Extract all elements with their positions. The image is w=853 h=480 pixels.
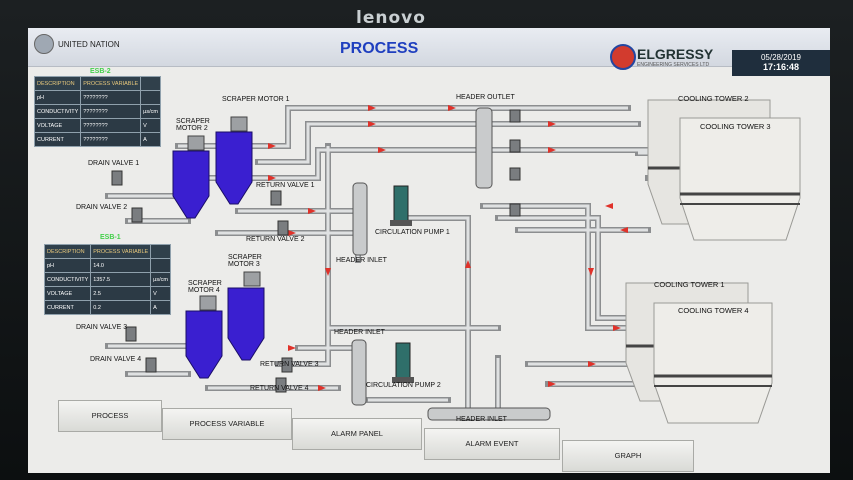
nav-alarm-panel-button[interactable]: ALARM PANEL: [292, 418, 422, 450]
org-name: UNITED NATION: [58, 40, 120, 49]
page-title: PROCESS: [340, 40, 419, 57]
valves: [111, 109, 521, 393]
label-drain-valve-2[interactable]: DRAIN VALVE 2: [76, 204, 128, 211]
label-return-valve-2[interactable]: RETURN VALVE 2: [246, 236, 305, 243]
label-scraper-motor-2[interactable]: SCRAPER MOTOR 2: [176, 118, 210, 132]
table-row: pH????????: [33, 90, 161, 105]
date-readout: 05/28/2019: [760, 53, 802, 62]
label-cooling-tower-3[interactable]: COOLING TOWER 3: [700, 122, 771, 131]
label-cooling-tower-2[interactable]: COOLING TOWER 2: [678, 94, 749, 103]
panel1-col-pv: PROCESS VARIABLE: [80, 76, 142, 91]
panel1-col-desc: DESCRIPTION: [33, 76, 82, 91]
header-inlet-vessel-bottom: [427, 407, 551, 421]
panel1-title: ESB-2: [90, 68, 111, 75]
datetime-box: 05/28/2019 17:16:48: [732, 50, 830, 76]
elgressy-logo-icon: [610, 44, 636, 70]
circulation-pump-2: [392, 342, 414, 383]
label-return-valve-4[interactable]: RETURN VALVE 4: [250, 385, 309, 392]
label-circulation-pump-2[interactable]: CIRCULATION PUMP 2: [366, 382, 441, 389]
label-header-outlet: HEADER OUTLET: [456, 94, 515, 101]
scada-screen: UNITED NATION PROCESS ELGRESSY ENGINEERI…: [28, 28, 830, 473]
nav-graph-button[interactable]: GRAPH: [562, 440, 694, 472]
label-return-valve-1[interactable]: RETURN VALVE 1: [256, 182, 315, 189]
label-return-valve-3[interactable]: RETURN VALVE 3: [260, 361, 319, 368]
monitor-brand: lenovo: [356, 8, 426, 28]
label-scraper-motor-3[interactable]: SCRAPER MOTOR 3: [228, 254, 262, 268]
circulation-pump-1: [390, 185, 412, 226]
cooling-towers: [625, 99, 801, 424]
cooling-tower-3-shape: [679, 117, 801, 241]
nav-alarm-event-button[interactable]: ALARM EVENT: [424, 428, 560, 460]
nav-process-button[interactable]: PROCESS: [58, 400, 162, 432]
panel2-col-desc: DESCRIPTION: [43, 244, 92, 259]
scraper-motors: [187, 116, 261, 311]
logo-subtitle: ENGINEERING SERVICES LTD: [637, 62, 710, 68]
process-diagram: [105, 99, 801, 424]
table-row: CURRENT????????A: [33, 132, 161, 147]
label-drain-valve-3[interactable]: DRAIN VALVE 3: [76, 324, 128, 331]
title-bar: UNITED NATION PROCESS ELGRESSY ENGINEERI…: [28, 28, 830, 70]
panel2-col-pv: PROCESS VARIABLE: [90, 244, 152, 259]
cooling-tower-4-shape: [653, 302, 773, 424]
label-drain-valve-1[interactable]: DRAIN VALVE 1: [88, 160, 140, 167]
logo-name: ELGRESSY: [637, 46, 714, 62]
label-cooling-tower-1[interactable]: COOLING TOWER 1: [654, 280, 725, 289]
bottom-navigation: PROCESS PROCESS VARIABLE ALARM PANEL ALA…: [28, 398, 830, 473]
header-outlet-vessel: [475, 107, 493, 189]
label-header-inlet-mid: HEADER INLET: [334, 329, 385, 336]
label-drain-valve-4[interactable]: DRAIN VALVE 4: [90, 356, 142, 363]
header-inlet-vessel-mid: [351, 339, 367, 406]
time-readout: 17:16:48: [762, 62, 800, 72]
panel2-title: ESB-1: [100, 234, 121, 241]
label-scraper-motor-4[interactable]: SCRAPER MOTOR 4: [188, 280, 222, 294]
label-cooling-tower-4[interactable]: COOLING TOWER 4: [678, 306, 749, 315]
label-scraper-motor-1[interactable]: SCRAPER MOTOR 1: [222, 96, 290, 103]
label-header-inlet-bottom: HEADER INLET: [456, 416, 507, 423]
table-row: CONDUCTIVITY????????µs/cm: [33, 104, 161, 119]
flow-arrows: [268, 105, 628, 391]
nav-process-variable-button[interactable]: PROCESS VARIABLE: [162, 408, 292, 440]
un-emblem-icon: [34, 34, 54, 54]
scraper-tanks: [172, 131, 265, 379]
label-header-inlet-top: HEADER INLET: [336, 257, 387, 264]
table-row: VOLTAGE????????V: [33, 118, 161, 133]
label-circulation-pump-1[interactable]: CIRCULATION PUMP 1: [375, 229, 450, 236]
header-inlet-vessel-top: [352, 182, 368, 256]
